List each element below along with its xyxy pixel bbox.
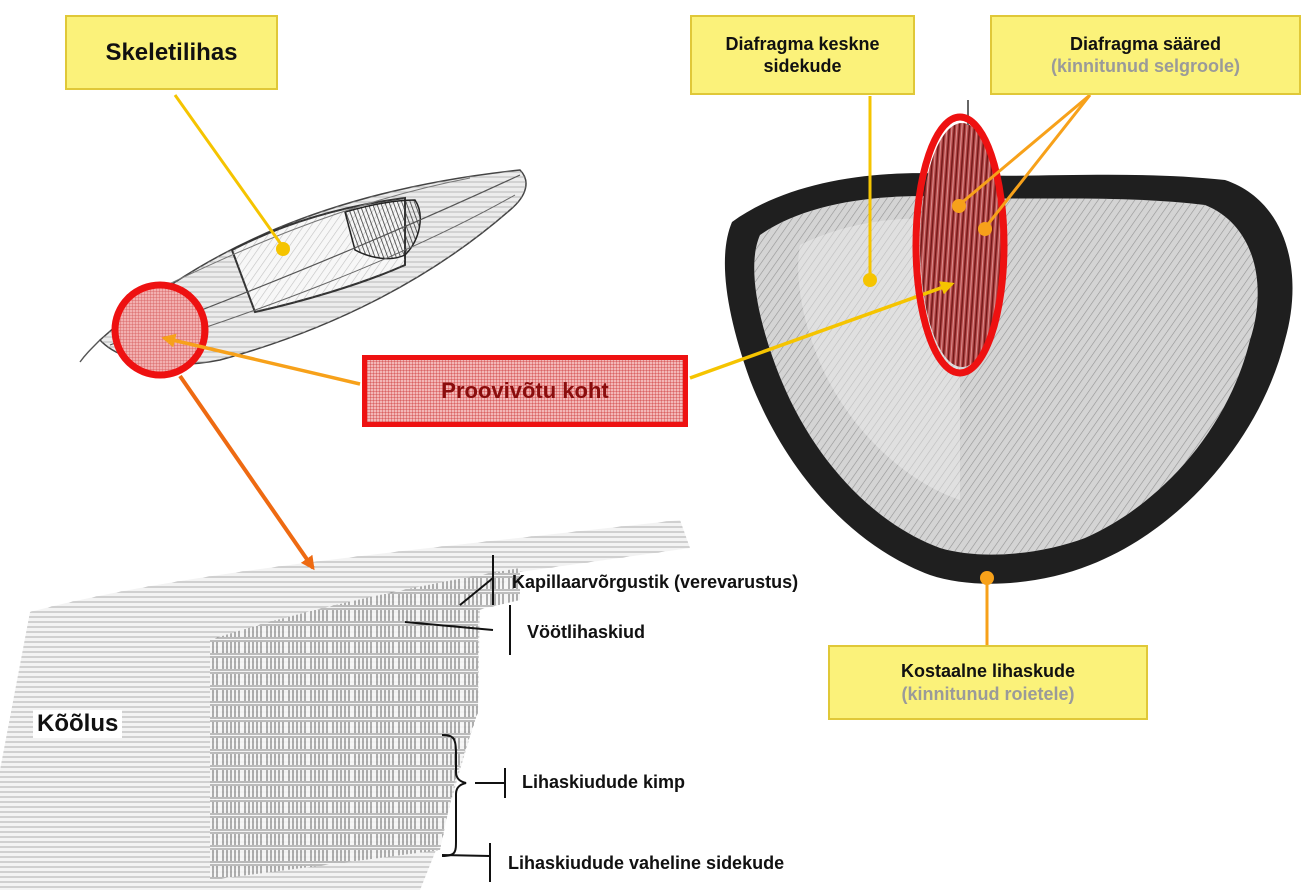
diaphragm-crura-subtitle: (kinnitunud selgroole) [1051,55,1240,78]
sampling-site-label: Proovivõtu koht [362,355,688,427]
diaphragm-crura-title: Diafragma sääred [1070,33,1221,56]
crura-dot-1 [952,199,966,213]
interfiber-tissue-label: Lihaskiudude vaheline sidekude [508,853,784,874]
costal-label: Kostaalne lihaskude (kinnitunud roietele… [828,645,1148,720]
sampling-site-text: Proovivõtu koht [441,378,608,404]
costal-dot [980,571,994,585]
skeletal-muscle-label: Skeletilihas [65,15,278,90]
diaphragm-center-label: Diafragma keskne sidekude [690,15,915,95]
diaphragm-center-text: Diafragma keskne sidekude [710,33,895,78]
diaphragm-crura-label: Diafragma sääred (kinnitunud selgroole) [990,15,1301,95]
tissue-brackets [405,555,510,882]
sample-arrow-right [690,284,952,378]
central-tendon-dot [863,273,877,287]
crura-pointer-1 [959,95,1090,205]
striated-fibers-label: Vöötlihaskiud [527,622,645,643]
costal-subtitle: (kinnitunud roietele) [902,683,1075,706]
crura-dot-2 [978,222,992,236]
skeletal-sample-circle [115,285,205,375]
skeletal-muscle-text: Skeletilihas [105,38,237,68]
capillary-network-label: Kapillaarvõrgustik (verevarustus) [512,572,798,593]
skeletal-muscle-pointer [175,95,283,247]
costal-title: Kostaalne lihaskude [901,660,1075,683]
fiber-bundle-label: Lihaskiudude kimp [522,772,685,793]
zoom-arrow [180,376,313,568]
tendon-label: Kõõlus [33,710,122,738]
skeletal-muscle-dot [276,242,290,256]
crura-pointer-2 [985,95,1090,228]
diaphragm-sample-ellipse [916,117,1004,373]
